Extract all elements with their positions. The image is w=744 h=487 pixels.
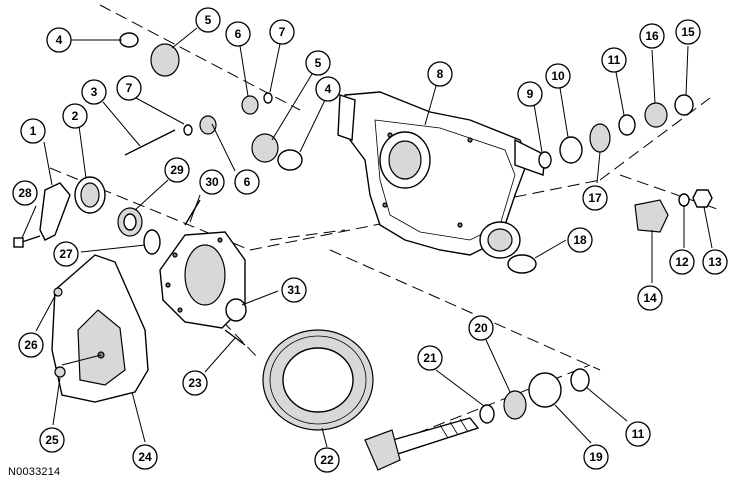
callout-6-top-label: 6: [235, 27, 242, 41]
callout-11-lower-label: 11: [632, 427, 645, 441]
callout-6-lower-label: 6: [244, 175, 251, 189]
callout-12-label: 12: [675, 255, 689, 269]
callout-31-label: 31: [287, 283, 301, 297]
callout-23-label: 23: [188, 376, 202, 390]
callout-21: 21: [417, 345, 443, 371]
callout-27: 27: [53, 241, 79, 267]
callout-17: 17: [582, 185, 608, 211]
callout-13-label: 13: [708, 255, 722, 269]
callout-9: 9: [517, 81, 543, 107]
callout-6-lower: 6: [234, 169, 260, 195]
callout-24-label: 24: [138, 450, 152, 464]
callout-18-label: 18: [573, 233, 587, 247]
callout-30-label: 30: [205, 175, 219, 189]
carrier-housing: [337, 91, 546, 259]
callout-7-lower-label: 7: [126, 81, 133, 95]
callout-31: 31: [281, 277, 307, 303]
callout-5-lower: 5: [305, 50, 331, 76]
callout-4-lower-label: 4: [325, 82, 332, 96]
callout-29: 29: [164, 157, 190, 183]
callout-27-label: 27: [59, 247, 73, 261]
callout-11-lower: 11: [625, 421, 651, 447]
callout-22: 22: [314, 447, 340, 473]
callout-18: 18: [567, 227, 593, 253]
callout-11-top: 11: [601, 47, 627, 73]
callout-1: 1: [20, 118, 46, 144]
callout-29-label: 29: [170, 163, 184, 177]
small-parts: [13, 32, 713, 424]
callout-5-top-label: 5: [205, 13, 212, 27]
callout-20-label: 20: [474, 321, 488, 335]
callout-4-lower: 4: [315, 76, 341, 102]
callout-30: 30: [199, 169, 225, 195]
callout-16: 16: [639, 23, 665, 49]
callout-14-label: 14: [643, 291, 657, 305]
callout-7-top: 7: [269, 19, 295, 45]
callout-8: 8: [427, 61, 453, 87]
callout-21-label: 21: [423, 351, 437, 365]
callout-23: 23: [182, 370, 208, 396]
callout-26: 26: [18, 332, 44, 358]
callout-15-label: 15: [681, 25, 695, 39]
callout-19: 19: [583, 444, 609, 470]
callout-13: 13: [702, 249, 728, 275]
leader-lines: [21, 27, 713, 448]
callout-10-label: 10: [551, 69, 565, 83]
callout-10: 10: [545, 63, 571, 89]
callout-15: 15: [675, 19, 701, 45]
callout-9-label: 9: [527, 87, 534, 101]
callout-20: 20: [468, 315, 494, 341]
drive-pinion: [364, 417, 480, 471]
callout-5-lower-label: 5: [315, 56, 322, 70]
callout-22-label: 22: [320, 453, 334, 467]
differential-cover: [51, 254, 149, 403]
callout-6-top: 6: [225, 21, 251, 47]
ring-gear: [262, 329, 374, 431]
callout-2-label: 2: [72, 109, 79, 123]
callout-11-top-label: 11: [608, 53, 621, 67]
callout-12: 12: [669, 249, 695, 275]
callout-16-label: 16: [645, 29, 659, 43]
callout-25: 25: [39, 427, 65, 453]
callout-8-label: 8: [437, 67, 444, 81]
callout-14: 14: [637, 285, 663, 311]
callout-4-top: 4: [46, 27, 72, 53]
callout-1-label: 1: [30, 124, 37, 138]
callout-28-label: 28: [18, 186, 32, 200]
reference-code: N0033214: [8, 466, 61, 478]
callout-2: 2: [62, 103, 88, 129]
differential-case: [159, 231, 247, 329]
callout-24: 24: [132, 444, 158, 470]
callout-25-label: 25: [45, 433, 59, 447]
callout-28: 28: [12, 180, 38, 206]
callout-7-lower: 7: [116, 75, 142, 101]
callout-4-top-label: 4: [56, 33, 63, 47]
callout-26-label: 26: [24, 338, 38, 352]
callout-17-label: 17: [588, 191, 602, 205]
callout-19-label: 19: [589, 450, 603, 464]
callout-7-top-label: 7: [279, 25, 286, 39]
callout-5-top: 5: [195, 7, 221, 33]
callout-3: 3: [81, 79, 107, 105]
callout-3-label: 3: [91, 85, 98, 99]
